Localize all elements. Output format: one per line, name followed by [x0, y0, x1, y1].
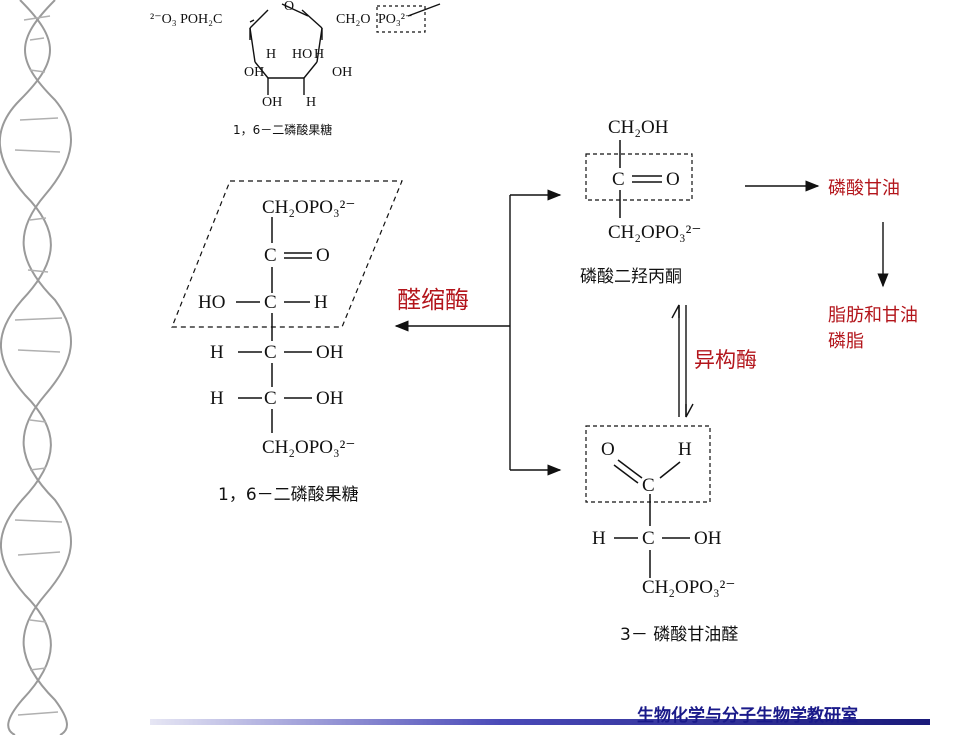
fructose-c5-h: H [210, 388, 224, 409]
g3p-h-top: H [678, 439, 692, 460]
ring-oh-right: OH [332, 65, 353, 80]
fructose-caption: 1，6－二磷酸果糖 [218, 485, 359, 505]
ring-right-boxed-group: PO₃²⁻ [378, 12, 413, 27]
dhap-top-group: CH₂OH [608, 117, 669, 138]
footer-bar [150, 719, 930, 725]
g3p-c2: C [642, 528, 655, 549]
ring-left-group: ²⁻O₃ POH₂C [150, 12, 223, 27]
ring-right-group: CH₂O [336, 12, 371, 27]
fructose-bonds [171, 180, 403, 433]
dhap-caption: 磷酸二羟丙酮 [580, 267, 682, 287]
dna-helix-decoration [0, 0, 72, 735]
fructose-c3-ho: HO [198, 292, 226, 313]
g3p-c1: C [642, 475, 655, 496]
fructose-top-group: CH₂OPO₃²⁻ [262, 197, 356, 218]
g3p-bonds [585, 425, 711, 578]
fructose-c4-h: H [210, 342, 224, 363]
fructose-carbonyl-c: C [264, 245, 277, 266]
g3p-bottom-group: CH₂OPO₃²⁻ [642, 577, 736, 598]
fructose-c5-oh: OH [316, 388, 344, 409]
fructose-c3-c: C [264, 292, 277, 313]
ring-oxygen: O [284, 0, 295, 14]
ring-bonds [249, 3, 441, 95]
footer-text: 生物化学与分子生物学教研室 [637, 706, 858, 726]
lipids-label-line1: 脂肪和甘油 [828, 305, 918, 326]
fructose-c4-c: C [264, 342, 277, 363]
fructose-c4-oh: OH [316, 342, 344, 363]
g3p-h-left: H [592, 528, 606, 549]
dhap-o: O [666, 169, 680, 190]
lipids-label: 脂肪和甘油 磷脂 [828, 303, 918, 355]
g3p-o: O [601, 439, 615, 460]
ring-h-bottom: H [306, 95, 317, 110]
dhap-c: C [612, 169, 625, 190]
g3p-caption: 3－ 磷酸甘油醛 [620, 625, 739, 645]
g3p-oh: OH [694, 528, 722, 549]
dhap-bottom-group: CH₂OPO₃²⁻ [608, 222, 702, 243]
ring-h-right: H [314, 47, 325, 62]
ring-oh-bottom: OH [262, 95, 283, 110]
ring-caption: 1，6－二磷酸果糖 [233, 123, 333, 137]
fructose-c5-c: C [264, 388, 277, 409]
ring-oh-left: OH [244, 65, 265, 80]
glycerol-phosphate-label: 磷酸甘油 [828, 178, 900, 199]
fructose-c3-h: H [314, 292, 328, 313]
ring-h-left: H [266, 47, 277, 62]
dhap-bonds [585, 140, 693, 218]
lipids-label-line2: 磷脂 [828, 331, 864, 352]
fructose-bottom-group: CH₂OPO₃²⁻ [262, 437, 356, 458]
aldolase-label: 醛缩酶 [397, 286, 469, 314]
fructose-carbonyl-o: O [316, 245, 330, 266]
isomerase-label: 异构酶 [694, 348, 757, 372]
ring-ho: HO [292, 47, 313, 62]
